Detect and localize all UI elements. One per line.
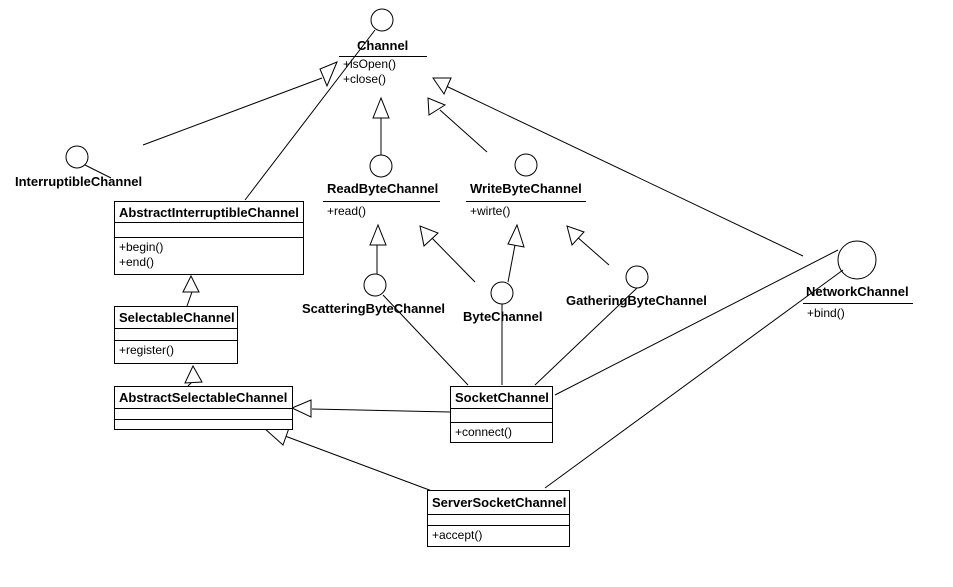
channel-op-close: +close() — [343, 72, 387, 86]
selectable-attributes — [115, 329, 237, 341]
gathering-lollipop — [625, 265, 649, 289]
channel-lollipop — [370, 8, 394, 32]
readbyte-lollipop — [369, 154, 393, 178]
abstract-interruptible-ops: +begin() +end() — [115, 238, 303, 270]
socket-class: SocketChannel +connect() — [450, 386, 553, 443]
arrow-writebyte-to-channel — [427, 97, 447, 116]
network-lollipop — [837, 240, 877, 280]
channel-interface: Channel +isOpen() +close() — [339, 38, 427, 87]
arrow-scattering-to-readbyte — [369, 223, 387, 246]
writebyte-interface-name: WriteByteChannel — [470, 181, 582, 196]
server-socket-op-accept: +accept() — [432, 528, 483, 542]
abstract-interruptible-op-begin: +begin() — [119, 240, 164, 254]
interruptible-stem — [84, 164, 112, 179]
readbyte-interface: ReadByteChannel +read() — [323, 181, 440, 219]
writebyte-interface-ops: +wirte() — [466, 202, 586, 219]
selectable-class-name: SelectableChannel — [115, 307, 237, 329]
selectable-op-register: +register() — [119, 343, 175, 357]
network-interface: NetworkChannel +bind() — [803, 284, 913, 321]
arrow-byte-to-writebyte — [507, 223, 525, 248]
interruptible-lollipop — [65, 145, 89, 169]
readbyte-interface-name: ReadByteChannel — [327, 181, 439, 196]
writebyte-interface-divider — [466, 201, 586, 202]
readbyte-interface-ops: +read() — [323, 202, 440, 219]
arrow-gathering-to-writebyte — [566, 225, 585, 247]
scattering-lollipop — [363, 273, 387, 297]
writebyte-lollipop — [514, 153, 538, 177]
gathering-interface-name: GatheringByteChannel — [566, 293, 707, 308]
byte-lollipop — [490, 281, 514, 305]
channel-interface-divider — [339, 56, 427, 57]
channel-interface-name: Channel — [357, 38, 409, 53]
network-interface-name: NetworkChannel — [806, 284, 909, 299]
byte-interface-name: ByteChannel — [463, 309, 543, 324]
arrow-network-to-channel — [432, 77, 452, 96]
abstract-interruptible-op-end: +end() — [119, 255, 155, 269]
channel-op-isopen: +isOpen() — [343, 57, 397, 71]
abstract-interruptible-attributes — [115, 223, 303, 238]
network-op-bind: +bind() — [807, 306, 845, 320]
arrow-socket-to-abstract-selectable — [290, 399, 312, 418]
writebyte-op-wirte: +wirte() — [470, 204, 511, 218]
socket-ops: +connect() — [451, 423, 552, 440]
server-socket-class: ServerSocketChannel +accept() — [427, 490, 570, 547]
server-socket-attributes — [428, 515, 569, 526]
network-interface-ops: +bind() — [803, 304, 913, 321]
selectable-class: SelectableChannel +register() — [114, 306, 238, 364]
network-interface-divider — [803, 303, 913, 304]
socket-class-name: SocketChannel — [451, 387, 552, 409]
arrow-server-socket-to-abstract-selectable — [262, 427, 290, 446]
server-socket-ops: +accept() — [428, 526, 569, 543]
arrow-abstract-selectable-to-selectable — [184, 364, 203, 384]
readbyte-interface-divider — [323, 201, 440, 202]
writebyte-interface: WriteByteChannel +wirte() — [466, 181, 586, 219]
server-socket-class-name: ServerSocketChannel — [428, 491, 569, 515]
abstract-interruptible-class: AbstractInterruptibleChannel +begin() +e… — [114, 201, 304, 275]
scattering-interface-name: ScatteringByteChannel — [302, 301, 446, 316]
arrow-selectable-to-abstract-interruptible — [182, 274, 200, 293]
arrow-interruptible-to-channel — [319, 61, 338, 88]
channel-interface-ops: +isOpen() +close() — [339, 57, 427, 87]
arrow-readbyte-to-channel — [372, 96, 390, 119]
arrow-byte-to-readbyte — [419, 225, 439, 247]
selectable-ops: +register() — [115, 341, 237, 358]
interruptible-interface-name: InterruptibleChannel — [15, 174, 143, 189]
abstract-interruptible-class-name: AbstractInterruptibleChannel — [115, 202, 303, 223]
readbyte-op-read: +read() — [327, 204, 367, 218]
abstract-selectable-class: AbstractSelectableChannel — [114, 386, 293, 430]
abstract-selectable-class-name: AbstractSelectableChannel — [115, 387, 292, 409]
abstract-selectable-attributes — [115, 409, 292, 420]
socket-op-connect: +connect() — [455, 425, 513, 439]
socket-attributes — [451, 409, 552, 423]
